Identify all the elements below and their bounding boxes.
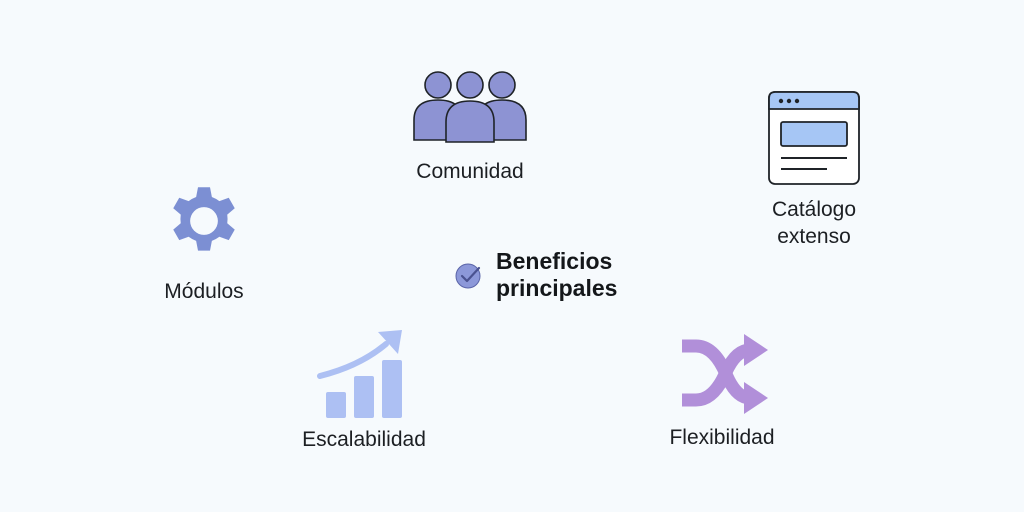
node-label-line2: extenso bbox=[777, 225, 851, 248]
node-label: Comunidad bbox=[416, 160, 524, 183]
center-title-line1: Beneficios bbox=[496, 248, 613, 274]
people-group-icon bbox=[413, 71, 527, 143]
node-label: Módulos bbox=[164, 280, 244, 303]
node-comunidad: Comunidad bbox=[396, 70, 544, 185]
node-escalabilidad: Escalabilidad bbox=[290, 328, 438, 453]
node-flexibilidad: Flexibilidad bbox=[656, 334, 788, 451]
center-node: Beneficios principales bbox=[454, 248, 634, 302]
node-modulos: Módulos bbox=[144, 176, 264, 305]
node-label: Flexibilidad bbox=[669, 426, 775, 449]
check-circle-icon bbox=[455, 263, 481, 289]
browser-window-icon bbox=[768, 91, 860, 185]
gear-icon bbox=[173, 187, 235, 251]
shuffle-arrows-icon bbox=[682, 334, 768, 414]
growth-chart-icon bbox=[317, 330, 402, 418]
node-label: Escalabilidad bbox=[302, 428, 426, 451]
node-label-line1: Catálogo bbox=[771, 198, 857, 221]
node-catalogo: Catálogo extenso bbox=[748, 90, 880, 250]
center-title-line2: principales bbox=[496, 275, 618, 301]
